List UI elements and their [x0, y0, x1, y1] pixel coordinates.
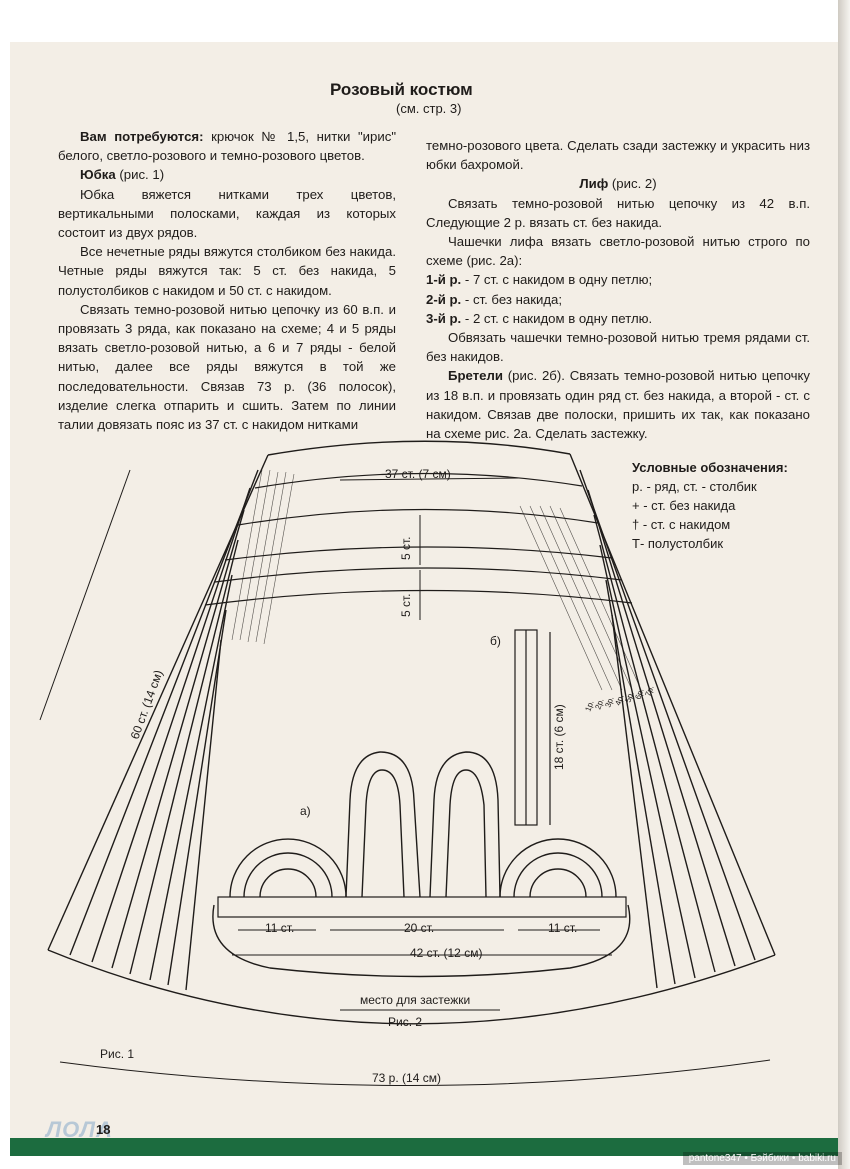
bodice-paragraph-0: темно-розового цвета. Сделать сзади заст…	[426, 138, 810, 173]
materials-text: крючок № 1,5, нитки "ирис" белого, светл…	[58, 129, 396, 164]
clasp-label: место для застежки	[360, 993, 470, 1007]
bodice-ref: (рис. 2)	[608, 176, 657, 192]
legend-item: + - ст. без накида	[632, 498, 736, 513]
materials-heading: Вам потребуются:	[80, 129, 204, 144]
right-column: темно-розового цвета. Сделать сзади заст…	[426, 136, 810, 443]
bodice-paragraph-2: Чашечки лифа вязать светло-розовой нитью…	[426, 234, 810, 269]
row-label: 7р.	[643, 684, 655, 698]
row-label: 1р.	[583, 699, 595, 713]
page-spine	[838, 0, 850, 1169]
bodice-heading: Лиф	[579, 176, 609, 192]
legend-title: Условные обозначения:	[632, 460, 788, 475]
straps-text: (рис. 2б). Связать темно-розовой нитью ц…	[426, 368, 810, 442]
bodice-outline	[212, 751, 631, 978]
row3-text: - 2 ст. с накидом в одну петлю.	[461, 310, 653, 326]
row1-text: - 7 ст. с накидом в одну петлю;	[461, 272, 653, 288]
strap-diagram	[514, 629, 551, 826]
side-length-label: 60 ст. (14 см)	[128, 668, 166, 741]
skirt-paragraph-1: Юбка вяжется нитками трех цветов, вертик…	[58, 186, 396, 241]
page-number: 18	[96, 1122, 111, 1137]
cup-left-label: 11 ст.	[265, 921, 294, 935]
band2-label: 5 ст.	[399, 593, 413, 617]
side-dimension-line	[39, 469, 131, 721]
row-label: 4р.	[613, 693, 625, 707]
legend: Условные обозначения: р. - ряд, ст. - ст…	[632, 458, 788, 553]
legend-item: Т- полустолбик	[632, 536, 724, 551]
row3-heading: 3-й р.	[426, 310, 462, 326]
label-a: а)	[300, 804, 311, 818]
article-subtitle: (см. стр. 3)	[396, 101, 462, 116]
row-label: 2р.	[593, 697, 605, 711]
straps-heading: Бретели	[448, 368, 503, 384]
skirt-heading: Юбка	[80, 167, 116, 183]
band1-label: 5 ст.	[399, 536, 413, 560]
magazine-logo: ЛОЛА	[46, 1117, 113, 1142]
row-label: 3р.	[603, 695, 615, 709]
row2-heading: 2-й р.	[426, 291, 462, 307]
left-column: Вам потребуются: крючок № 1,5, нитки "ир…	[58, 127, 396, 434]
bodice-width-label: 42 ст. (12 см)	[410, 946, 482, 960]
skirt-ref: (рис. 1)	[115, 167, 165, 183]
band-dimensions	[339, 477, 521, 620]
row1-heading: 1-й р.	[426, 272, 462, 288]
cup-right-label: 11 ст.	[548, 921, 577, 935]
row-label: 5р.	[623, 690, 635, 704]
center-label: 20 ст.	[404, 921, 434, 935]
watermark: pantone347 • Бэйбики • babiki.ru	[682, 1152, 842, 1165]
bodice-paragraph-3: Обвязать чашечки темно-розовой нитью тре…	[426, 330, 810, 365]
row2-text: - ст. без накида;	[461, 291, 563, 307]
bodice-paragraph-1: Связать темно-розовой нитью цепочку из 4…	[426, 195, 810, 230]
skirt-paragraph-3: Связать темно-розовой нитью цепочку из 6…	[58, 301, 396, 433]
bottom-strip	[10, 1138, 838, 1156]
stitch-texture	[231, 469, 643, 693]
strap-length-label: 18 ст. (6 см)	[552, 704, 566, 770]
top-width-label: 37 ст. (7 см)	[385, 467, 451, 481]
row-label: 6р.	[633, 687, 645, 701]
figure2-label: Рис. 2	[388, 1015, 422, 1029]
magazine-page	[10, 42, 838, 1154]
bottom-width-label: 73 р. (14 см)	[372, 1071, 441, 1085]
bottom-dimension-line	[59, 1059, 771, 1087]
legend-item: † - ст. с накидом	[632, 517, 731, 532]
row-labels: 1р. 2р. 3р. 4р. 5р. 6р. 7р.	[583, 684, 655, 713]
label-b: б)	[490, 634, 501, 648]
legend-item: р. - ряд, ст. - столбик	[632, 479, 757, 494]
figure1-label: Рис. 1	[100, 1047, 134, 1061]
skirt-paragraph-2: Все нечетные ряды вяжутся столбиком без …	[58, 244, 396, 298]
skirt-fan	[47, 440, 776, 1025]
bodice-dimensions	[232, 929, 612, 1011]
article-title: Розовый костюм	[330, 80, 473, 99]
